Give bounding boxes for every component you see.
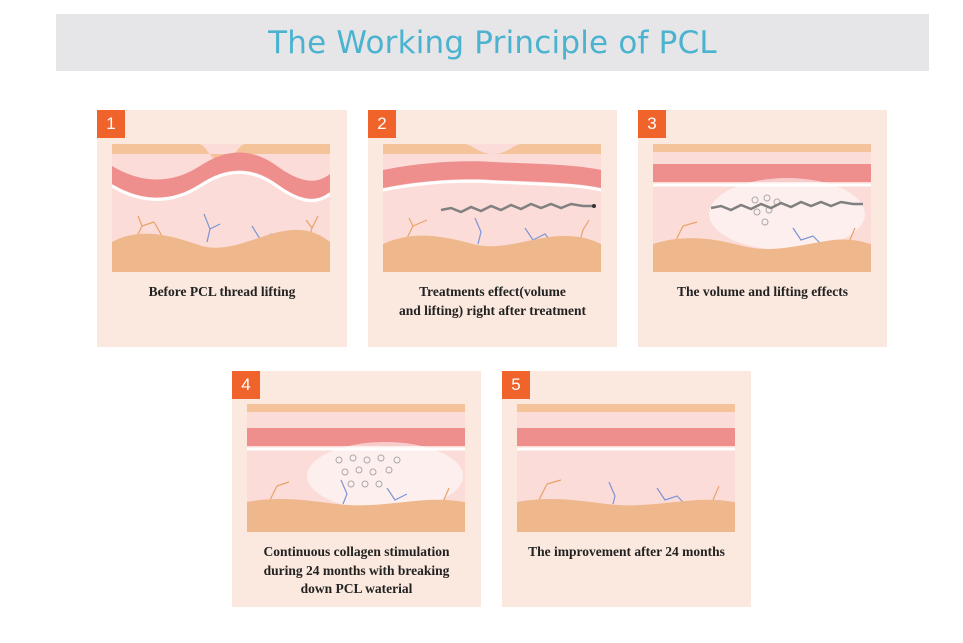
skin-cross-section-illustration bbox=[247, 404, 465, 532]
title-banner: The Working Principle of PCL bbox=[56, 14, 929, 71]
step-caption: Continuous collagen stimulation during 2… bbox=[232, 543, 481, 599]
skin-cross-section-illustration bbox=[112, 144, 330, 272]
step-number-badge: 1 bbox=[97, 110, 125, 138]
caption-line: during 24 months with breaking bbox=[263, 562, 450, 578]
step-caption: Treatments effect(volume and lifting) ri… bbox=[368, 283, 617, 320]
step-number-badge: 2 bbox=[368, 110, 396, 138]
step-panel-4: 4 Continuous collagen stimulation during… bbox=[232, 371, 481, 607]
skin-cross-section-illustration bbox=[653, 144, 871, 272]
caption-line: The volume and lifting effects bbox=[677, 284, 848, 299]
caption-line: Before PCL thread lifting bbox=[148, 284, 296, 299]
step-caption: Before PCL thread lifting bbox=[97, 283, 347, 302]
step-panel-1: 1 Before PCL thread lifting bbox=[97, 110, 347, 347]
caption-line: The improvement after 24 months bbox=[528, 544, 725, 559]
step-number-badge: 5 bbox=[502, 371, 530, 399]
caption-line: Continuous collagen stimulation bbox=[263, 544, 450, 559]
step-number-badge: 3 bbox=[638, 110, 666, 138]
skin-cross-section-illustration bbox=[383, 144, 601, 272]
step-panel-5: 5 The improvement after 24 months bbox=[502, 371, 751, 607]
skin-cross-section-illustration bbox=[517, 404, 735, 532]
step-panel-2: 2 Treatments effect(volume and lifting) … bbox=[368, 110, 617, 347]
step-caption: The improvement after 24 months bbox=[502, 543, 751, 562]
step-number-badge: 4 bbox=[232, 371, 260, 399]
caption-line: down PCL waterial bbox=[300, 581, 413, 596]
caption-line: and lifting) right after treatment bbox=[399, 302, 586, 318]
step-caption: The volume and lifting effects bbox=[638, 283, 887, 302]
step-panel-3: 3 The volume and lifting effects bbox=[638, 110, 887, 347]
page-title: The Working Principle of PCL bbox=[268, 24, 717, 61]
caption-line: Treatments effect(volume bbox=[419, 284, 566, 299]
